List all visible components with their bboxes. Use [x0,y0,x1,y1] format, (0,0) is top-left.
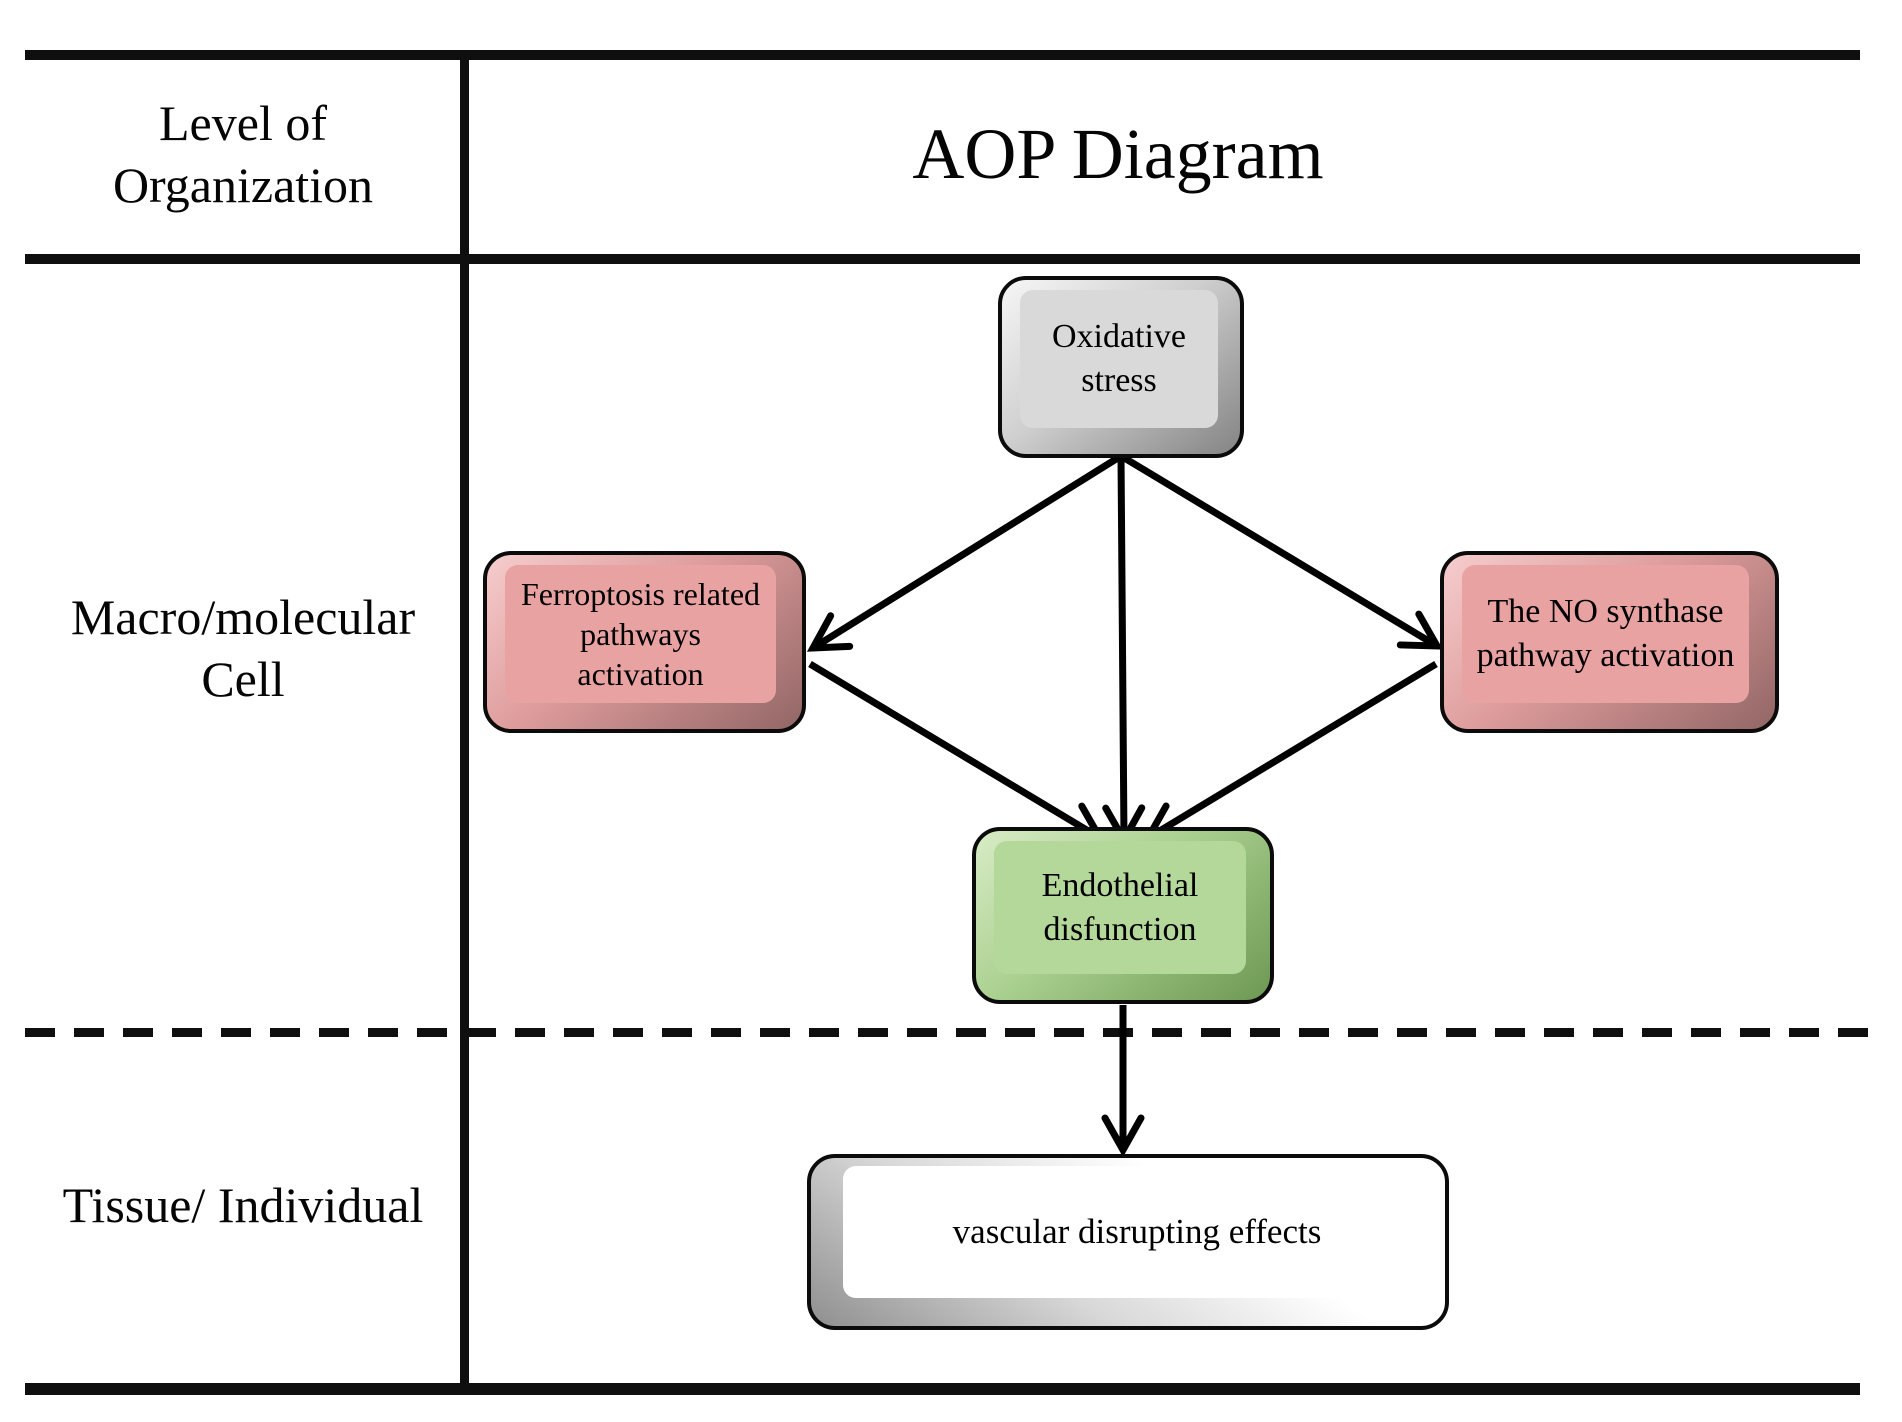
node-text-line: stress [1081,362,1157,399]
node-endothelial-label: Endothelial disfunction [994,841,1246,974]
edge-ferroptosis-to-endothelial [808,660,1107,842]
node-ferroptosis-related-pathways-activation: Ferroptosis related pathways activation [483,551,806,733]
row-label-tissue-individual: Tissue/ Individual [25,1174,461,1236]
row-label-line: Individual [217,1177,424,1233]
node-text-line: Oxidative [1051,318,1187,355]
node-oxidative-stress-label: Oxidative stress [1020,290,1218,428]
table-column-divider [460,50,469,1395]
edge-oxidative-to-ferroptosis [806,453,1123,652]
row-label-line: Cell [201,651,285,707]
row-label-macro-molecular-cell: Macro/molecular Cell [25,586,461,710]
edge-oxidative-to-endothelial [1102,455,1146,848]
node-endothelial-disfunction: Endothelial disfunction [972,827,1274,1004]
node-vascular-label: vascular disrupting effects [843,1166,1431,1298]
node-nosynthase-label: The NO synthase pathway activation [1462,565,1749,703]
node-no-synthase-pathway-activation: The NO synthase pathway activation [1440,551,1779,733]
row-label-line: Macro/molecular [70,589,416,645]
node-vascular-disrupting-effects: vascular disrupting effects [807,1154,1449,1330]
table-border-bottom [25,1383,1860,1395]
node-text-line: The NO synthase [1487,593,1724,630]
column-header-level-of-organization: Level of Organization [25,92,461,216]
diagram-title: AOP Diagram [912,114,1324,194]
header-line-2: Organization [112,157,374,213]
node-text-line: Endothelial [1041,866,1199,904]
table-border-top [25,50,1860,60]
level-dashed-separator [25,1028,1882,1037]
node-text-line: vascular disrupting effects [952,1212,1322,1251]
node-text-line: Ferroptosis related [520,576,761,612]
node-text-line: disfunction [1043,910,1197,948]
edge-nosynthase-to-endothelial [1141,661,1438,842]
table-header-separator [25,254,1860,264]
node-text-line: activation [577,656,704,692]
header-line-1: Level of [159,95,327,151]
node-text-line: pathway activation [1476,637,1735,674]
node-text-line: pathways [580,616,701,652]
edge-oxidative-to-nosynthase [1119,453,1444,650]
node-oxidative-stress: Oxidative stress [998,276,1244,458]
node-ferroptosis-label: Ferroptosis related pathways activation [505,565,776,703]
row-label-line: Tissue/ [62,1177,206,1233]
